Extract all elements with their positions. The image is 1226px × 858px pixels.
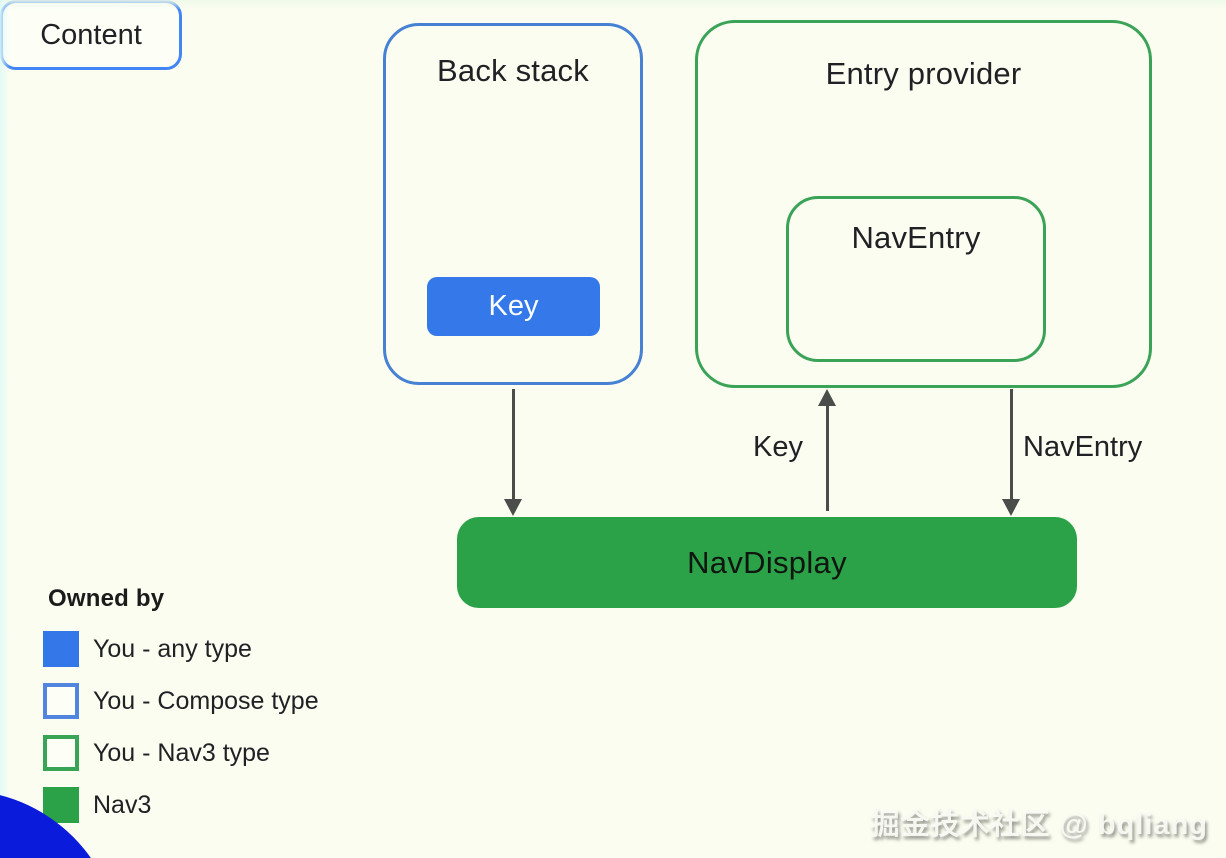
- blue-filled-swatch-icon: [43, 631, 79, 667]
- arrowhead-down-icon: [504, 499, 522, 516]
- arrow-entryprovider-to-navdisplay: [1010, 389, 1013, 499]
- legend-item-label: You - any type: [93, 634, 252, 663]
- legend-title: Owned by: [48, 585, 165, 612]
- legend: Owned by You - any type You - Compose ty…: [43, 585, 319, 839]
- legend-item: Nav3: [43, 787, 319, 823]
- watermark: 掘金技术社区 @ bqliang: [870, 809, 1208, 841]
- arrowhead-up-icon: [818, 389, 836, 406]
- green-outline-swatch-icon: [43, 735, 79, 771]
- nav-display-label: NavDisplay: [687, 544, 847, 580]
- key-node: Key: [427, 277, 600, 336]
- naventry-arrow-label: NavEntry: [1023, 431, 1143, 463]
- nav-display-node: NavDisplay: [457, 517, 1077, 608]
- arrow-backstack-to-navdisplay: [512, 389, 515, 501]
- entry-provider-box: Entry provider: [695, 20, 1152, 388]
- blue-outline-swatch-icon: [43, 683, 79, 719]
- back-stack-title: Back stack: [437, 53, 589, 88]
- nav-entry-title: NavEntry: [851, 220, 981, 255]
- key-arrow-label: Key: [753, 431, 803, 463]
- content-node-label: Content: [40, 18, 142, 51]
- content-node: Content: [0, 0, 182, 70]
- back-stack-box: Back stack: [383, 23, 643, 385]
- nav-entry-box: NavEntry: [786, 196, 1046, 362]
- key-node-label: Key: [488, 290, 539, 322]
- top-edge-tint: [0, 0, 1226, 10]
- legend-item: You - Nav3 type: [43, 735, 319, 771]
- legend-item-label: Nav3: [93, 790, 152, 819]
- legend-item: You - Compose type: [43, 683, 319, 719]
- legend-item: You - any type: [43, 631, 319, 667]
- legend-item-label: You - Compose type: [93, 686, 319, 715]
- arrowhead-down-icon: [1002, 499, 1020, 516]
- arrow-navdisplay-to-entryprovider: [826, 406, 829, 511]
- left-edge-tint: [0, 0, 10, 858]
- legend-item-label: You - Nav3 type: [93, 738, 270, 767]
- entry-provider-title: Entry provider: [825, 56, 1022, 91]
